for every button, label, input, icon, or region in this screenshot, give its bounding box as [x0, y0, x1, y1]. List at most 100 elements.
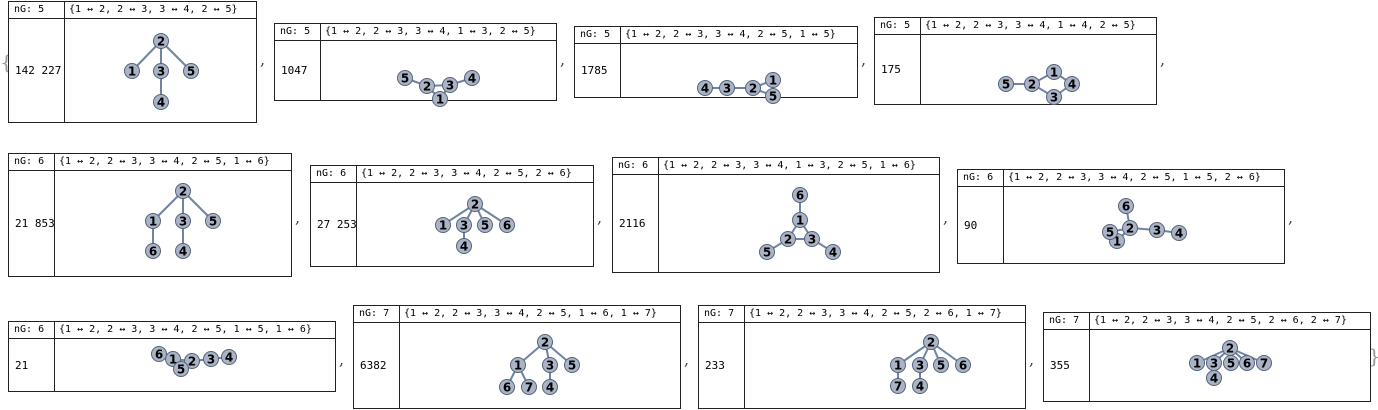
graph-vertex-label: 2: [188, 355, 196, 369]
graph-vertex-3: [1149, 222, 1165, 238]
graph-vertex-label: 4: [916, 380, 924, 394]
graph-vertex-6: [151, 346, 167, 362]
vertex-count-label: nG: 7: [1044, 313, 1090, 329]
graph-vertex-label: 3: [1153, 224, 1161, 238]
graph-vertex-2: [1122, 220, 1138, 236]
vertex-count-label: nG: 6: [958, 170, 1004, 186]
graph-vertex-label: 4: [701, 82, 709, 96]
graph-vertex-label: 7: [894, 380, 902, 394]
graph-vertex-5: [564, 357, 580, 373]
graph-vertex-2: [175, 183, 191, 199]
graph-vertex-label: 3: [916, 359, 924, 373]
list-separator: ,: [684, 350, 690, 369]
graph-vertex-label: 6: [1243, 357, 1251, 371]
graph-vertex-label: 3: [723, 82, 731, 96]
card-header: nG: 6 {1 ↔ 2, 2 ↔ 3, 3 ↔ 4, 2 ↔ 5, 1 ↔ 5…: [958, 170, 1284, 187]
card-header: nG: 5 {1 ↔ 2, 2 ↔ 3, 3 ↔ 4, 1 ↔ 3, 2 ↔ 5…: [275, 24, 556, 41]
graph-vertex-label: 6: [1122, 200, 1130, 214]
graph-vertex-label: 3: [546, 359, 554, 373]
list-separator: ,: [943, 208, 949, 227]
graph-vertex-7: [890, 378, 906, 394]
edge-list: {1 ↔ 2, 2 ↔ 3, 3 ↔ 4, 2 ↔ 5, 2 ↔ 6, 1 ↔ …: [749, 308, 1002, 319]
multiplicity-count: 21: [9, 339, 55, 391]
graph-vertex-6: [1239, 355, 1255, 371]
graph-vertex-4: [1171, 225, 1187, 241]
list-separator: ,: [339, 350, 345, 369]
multiplicity-count: 175: [875, 35, 921, 104]
graph-vertex-1: [124, 63, 140, 79]
close-brace: }: [1368, 346, 1378, 366]
graph-vertex-label: 7: [525, 381, 533, 395]
graph-vertex-label: 4: [468, 72, 476, 86]
graph-vertex-label: 3: [179, 215, 187, 229]
graph-vertex-label: 6: [796, 189, 804, 203]
graph-vertex-3: [175, 213, 191, 229]
edge-list: {1 ↔ 2, 2 ↔ 3, 3 ↔ 4, 1 ↔ 3, 2 ↔ 5, 1 ↔ …: [663, 160, 916, 171]
vertex-count-label: nG: 5: [9, 2, 65, 18]
graph-vertex-4: [542, 379, 558, 395]
vertex-count-label: nG: 6: [9, 322, 55, 338]
multiplicity-count: 90: [958, 187, 1004, 263]
graph-vertex-label: 4: [546, 381, 554, 395]
graph-vertex-6: [499, 379, 515, 395]
card-header: nG: 6 {1 ↔ 2, 2 ↔ 3, 3 ↔ 4, 2 ↔ 5, 1 ↔ 5…: [9, 322, 335, 339]
graph-vertex-label: 1: [439, 219, 447, 233]
graph-vertex-4: [1206, 370, 1222, 386]
graph-vertex-2: [153, 33, 169, 49]
graph-vertex-label: 2: [157, 35, 165, 49]
graph-vertex-label: 5: [187, 65, 195, 79]
graph-vertex-2: [923, 334, 939, 350]
graph-vertex-6: [955, 357, 971, 373]
vertex-count-label: nG: 5: [275, 24, 321, 40]
graph-vertex-label: 2: [749, 82, 757, 96]
graph-vertex-5: [205, 213, 221, 229]
graph-vertex-7: [1256, 355, 1272, 371]
graph-vertex-5: [759, 244, 775, 260]
graph-vertex-label: 1: [769, 74, 777, 88]
graph-vertex-3: [1046, 89, 1062, 105]
graph-vertex-5: [397, 70, 413, 86]
vertex-count-label: nG: 5: [875, 18, 921, 34]
graph-vertex-label: 5: [568, 359, 576, 373]
graph-vertex-label: 5: [1106, 226, 1114, 240]
graph-vertex-label: 2: [541, 336, 549, 350]
graph-vertex-label: 5: [401, 72, 409, 86]
graph-vertex-5: [998, 76, 1014, 92]
graph-vertex-label: 6: [503, 381, 511, 395]
graph-vertex-3: [442, 77, 458, 93]
graph-vertex-1: [145, 213, 161, 229]
graph-vertex-label: 4: [829, 246, 837, 260]
graph-vertex-4: [825, 244, 841, 260]
graph-vertex-label: 1: [1193, 357, 1201, 371]
graph-vertex-3: [203, 351, 219, 367]
multiplicity-count: 1785: [575, 44, 621, 97]
graph-vertex-label: 6: [155, 348, 163, 362]
graph-vertex-2: [780, 231, 796, 247]
graph-vertex-5: [173, 361, 189, 377]
graph-vertex-label: 1: [128, 65, 136, 79]
multiplicity-count: 233: [699, 323, 745, 408]
list-separator: ,: [1160, 50, 1166, 69]
card-header: nG: 6 {1 ↔ 2, 2 ↔ 3, 3 ↔ 4, 2 ↔ 5, 2 ↔ 6…: [311, 166, 593, 183]
graph-card: nG: 5 {1 ↔ 2, 2 ↔ 3, 3 ↔ 4, 2 ↔ 5, 1 ↔ 5…: [574, 26, 858, 104]
edge-list: {1 ↔ 2, 2 ↔ 3, 3 ↔ 4, 2 ↔ 5, 1 ↔ 5, 2 ↔ …: [1008, 172, 1261, 183]
graph-vertex-label: 3: [1050, 91, 1058, 105]
graph-vertex-5: [183, 63, 199, 79]
graph-vertex-4: [1064, 76, 1080, 92]
edge-list: {1 ↔ 2, 2 ↔ 3, 3 ↔ 4, 2 ↔ 5, 2 ↔ 6}: [361, 168, 572, 179]
graph-card: nG: 6 {1 ↔ 2, 2 ↔ 3, 3 ↔ 4, 2 ↔ 5, 1 ↔ 5…: [8, 321, 336, 392]
